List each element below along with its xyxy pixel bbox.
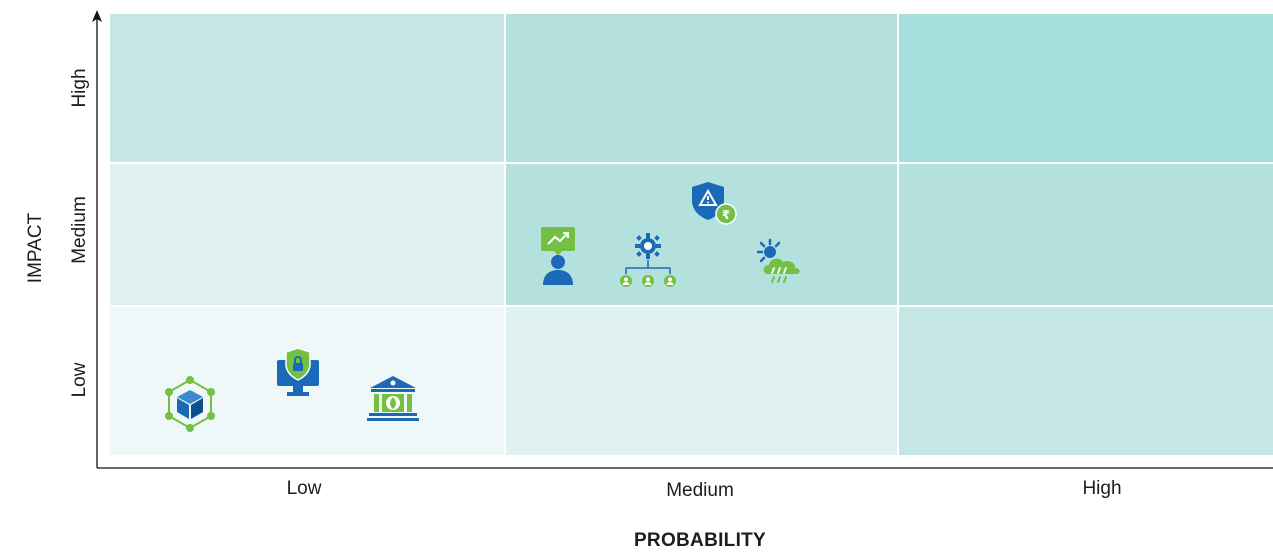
cell-low-prob-medium-impact [110, 164, 504, 305]
cell-high-prob-high-impact [899, 14, 1273, 162]
y-level-medium: Medium [69, 196, 90, 264]
x-axis-title: PROBABILITY [633, 530, 767, 551]
y-axis-arrow-icon [92, 10, 102, 22]
y-level-low: Low [69, 362, 90, 398]
cell-high-prob-medium-impact [899, 164, 1273, 305]
cell-medium-prob-high-impact [506, 14, 897, 162]
growth-person-icon [539, 225, 577, 287]
org-settings-icon [617, 232, 679, 290]
weather-cloud-icon [756, 238, 804, 286]
cell-high-prob-low-impact [899, 307, 1273, 455]
blockchain-cube-icon [162, 376, 218, 434]
svg-text:₹: ₹ [722, 208, 730, 222]
cell-medium-prob-low-impact [506, 307, 897, 455]
y-level-high: High [69, 68, 90, 108]
cell-low-prob-high-impact [110, 14, 504, 162]
secure-computer-icon [275, 346, 321, 400]
x-level-high: High [1082, 478, 1122, 499]
financial-risk-shield-icon: ₹ [690, 180, 738, 226]
green-bank-icon [366, 374, 420, 424]
y-axis-title: IMPACT [25, 212, 46, 284]
x-level-medium: Medium [666, 480, 734, 501]
x-level-low: Low [286, 478, 322, 499]
